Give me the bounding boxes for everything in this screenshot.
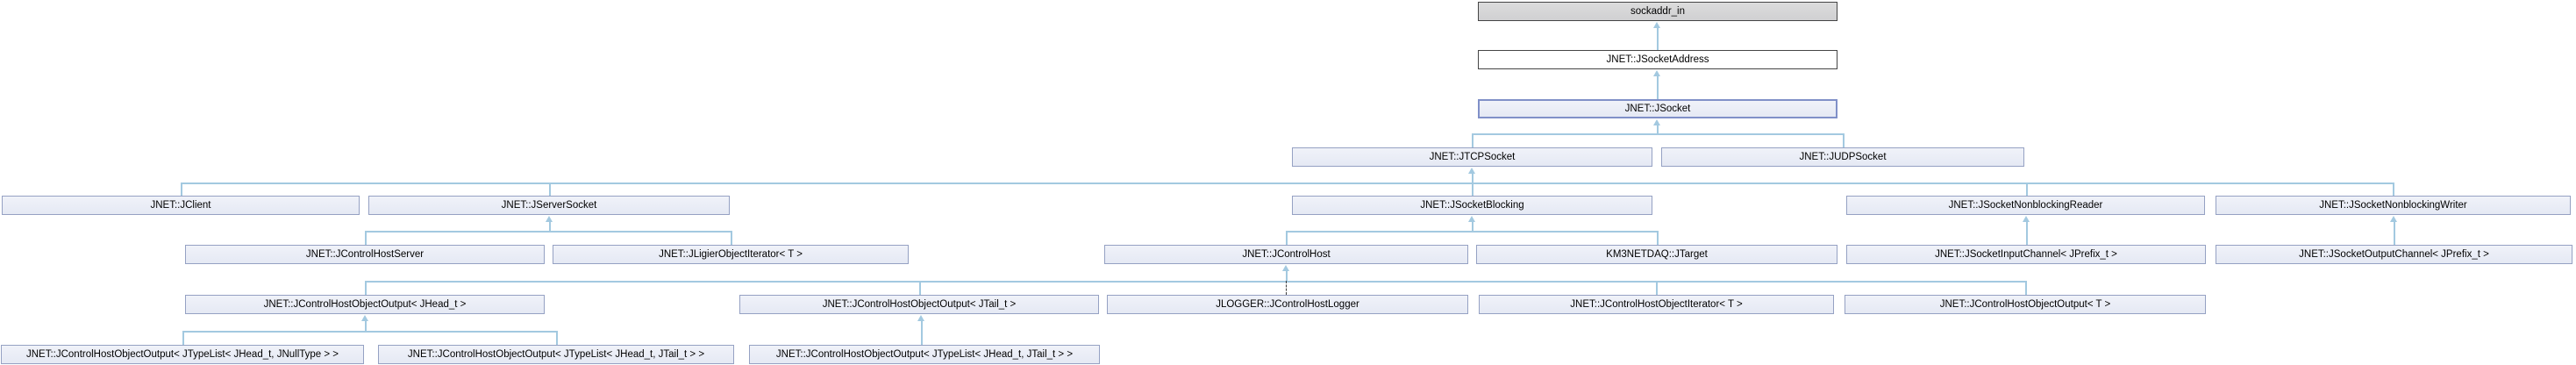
edge-arrow-jcontrolhost [1282, 265, 1289, 271]
class-node-jsocketnonblockingwriter[interactable]: JNET::JSocketNonblockingWriter [2216, 196, 2571, 215]
edge-line-choo-typelist-tail-right [921, 321, 923, 345]
class-node-jcontrolhostobjectiterator[interactable]: JNET::JControlHostObjectIterator< T > [1479, 295, 1834, 314]
edge-drop-jligierobjectiterator [731, 231, 732, 245]
edge-line-jsocketaddress-sockaddr-in [1657, 28, 1659, 50]
edge-drop-jtarget [1657, 231, 1659, 245]
edge-arrow-choo-jhead [361, 315, 368, 321]
edge-arrow-jserversocket [546, 216, 553, 222]
edge-drop-cho-iterator [1656, 281, 1658, 295]
edge-drop-jcontrolhost [1286, 231, 1288, 245]
class-node-jtcpsocket[interactable]: JNET::JTCPSocket [1292, 147, 1652, 167]
edge-drop-choo-typelist-nulltype [182, 331, 184, 345]
edge-line-jsocketoutputchannel [2394, 222, 2395, 245]
edge-drop-choo-t [2025, 281, 2027, 295]
class-node-jsocketoutputchannel[interactable]: JNET::JSocketOutputChannel< JPrefix_t > [2216, 245, 2572, 264]
class-node-jsocket[interactable]: JNET::JSocket [1478, 99, 1837, 118]
edge-arrow-jsocketnonblockingreader [2023, 216, 2030, 222]
edge-arrow-jsocketnonblockingwriter [2390, 216, 2397, 222]
edge-bracket-choo-jhead-children [182, 331, 557, 333]
edge-drop-jcontrolhostserver [365, 231, 367, 245]
class-node-jcontrolhostserver[interactable]: JNET::JControlHostServer [185, 245, 545, 264]
class-node-jclient[interactable]: JNET::JClient [2, 196, 360, 215]
edge-line-jsocketinputchannel [2026, 222, 2028, 245]
edge-stub-jsocket [1657, 125, 1659, 133]
edge-drop-choo-jhead [365, 281, 367, 295]
edge-stub-jserversocket [549, 222, 551, 231]
class-node-choo-typelist-jhead-jtail-left[interactable]: JNET::JControlHostObjectOutput< JTypeLis… [378, 345, 734, 364]
edge-drop-jclient [181, 182, 182, 196]
edge-drop-jserversocket [549, 182, 551, 196]
edge-drop-jsocketnonblockingreader [2026, 182, 2028, 196]
edge-drop-choo-typelist-tail-left [556, 331, 558, 345]
class-node-jcontrolhostlogger[interactable]: JLOGGER::JControlHostLogger [1107, 295, 1468, 314]
edge-arrow-choo-jtail [917, 315, 924, 321]
edge-stub-choo-jhead [365, 321, 367, 331]
edge-drop-choo-jtail [919, 281, 921, 295]
class-node-jsocketinputchannel[interactable]: JNET::JSocketInputChannel< JPrefix_t > [1846, 245, 2206, 264]
class-node-jserversocket[interactable]: JNET::JServerSocket [368, 196, 730, 215]
edge-bracket-jtcpsocket-children [181, 182, 2394, 184]
class-node-jsocketnonblockingreader[interactable]: JNET::JSocketNonblockingReader [1846, 196, 2205, 215]
edge-arrow-sockaddr-in [1653, 22, 1660, 28]
edge-arrow-jsocketblocking [1468, 216, 1475, 222]
class-node-jcontrolhost[interactable]: JNET::JControlHost [1104, 245, 1468, 264]
class-node-jsocketblocking[interactable]: JNET::JSocketBlocking [1292, 196, 1652, 215]
edge-bracket-jsocket-children [1472, 133, 1844, 135]
edge-bracket-jserversocket-children [365, 231, 731, 233]
class-node-jcontrolhostobjectoutput-jtail[interactable]: JNET::JControlHostObjectOutput< JTail_t … [739, 295, 1099, 314]
edge-stub-jsocketblocking [1472, 222, 1474, 231]
class-node-choo-typelist-jhead-jtail-right[interactable]: JNET::JControlHostObjectOutput< JTypeLis… [749, 345, 1100, 364]
edge-drop-jtcpsocket [1472, 133, 1474, 147]
edge-line-jsocket-jsocketaddress [1657, 76, 1659, 99]
class-node-jtarget[interactable]: KM3NETDAQ::JTarget [1476, 245, 1837, 264]
class-node-jligierobjectiterator[interactable]: JNET::JLigierObjectIterator< T > [553, 245, 909, 264]
edge-dashed-jcontrolhostlogger [1286, 281, 1287, 295]
class-node-jcontrolhostobjectoutput-t[interactable]: JNET::JControlHostObjectOutput< T > [1845, 295, 2206, 314]
class-node-choo-typelist-jhead-jnulltype[interactable]: JNET::JControlHostObjectOutput< JTypeLis… [1, 345, 364, 364]
class-node-jcontrolhostobjectoutput-jhead[interactable]: JNET::JControlHostObjectOutput< JHead_t … [185, 295, 545, 314]
edge-drop-jsocketblocking [1472, 174, 1474, 196]
class-node-jsocketaddress[interactable]: JNET::JSocketAddress [1478, 50, 1837, 69]
class-node-judpsocket[interactable]: JNET::JUDPSocket [1661, 147, 2024, 167]
edge-arrow-jsocketaddress [1653, 70, 1660, 76]
edge-stub-jcontrolhost [1286, 271, 1288, 281]
edge-drop-judpsocket [1843, 133, 1845, 147]
edge-bracket-jcontrolhost-children [365, 281, 2026, 283]
class-node-sockaddr-in[interactable]: sockaddr_in [1478, 2, 1837, 21]
edge-arrow-jsocket [1653, 119, 1660, 125]
edge-arrow-jtcpsocket [1468, 168, 1475, 174]
edge-bracket-jsocketblocking-children [1286, 231, 1658, 233]
edge-drop-jsocketnonblockingwriter [2393, 182, 2394, 196]
